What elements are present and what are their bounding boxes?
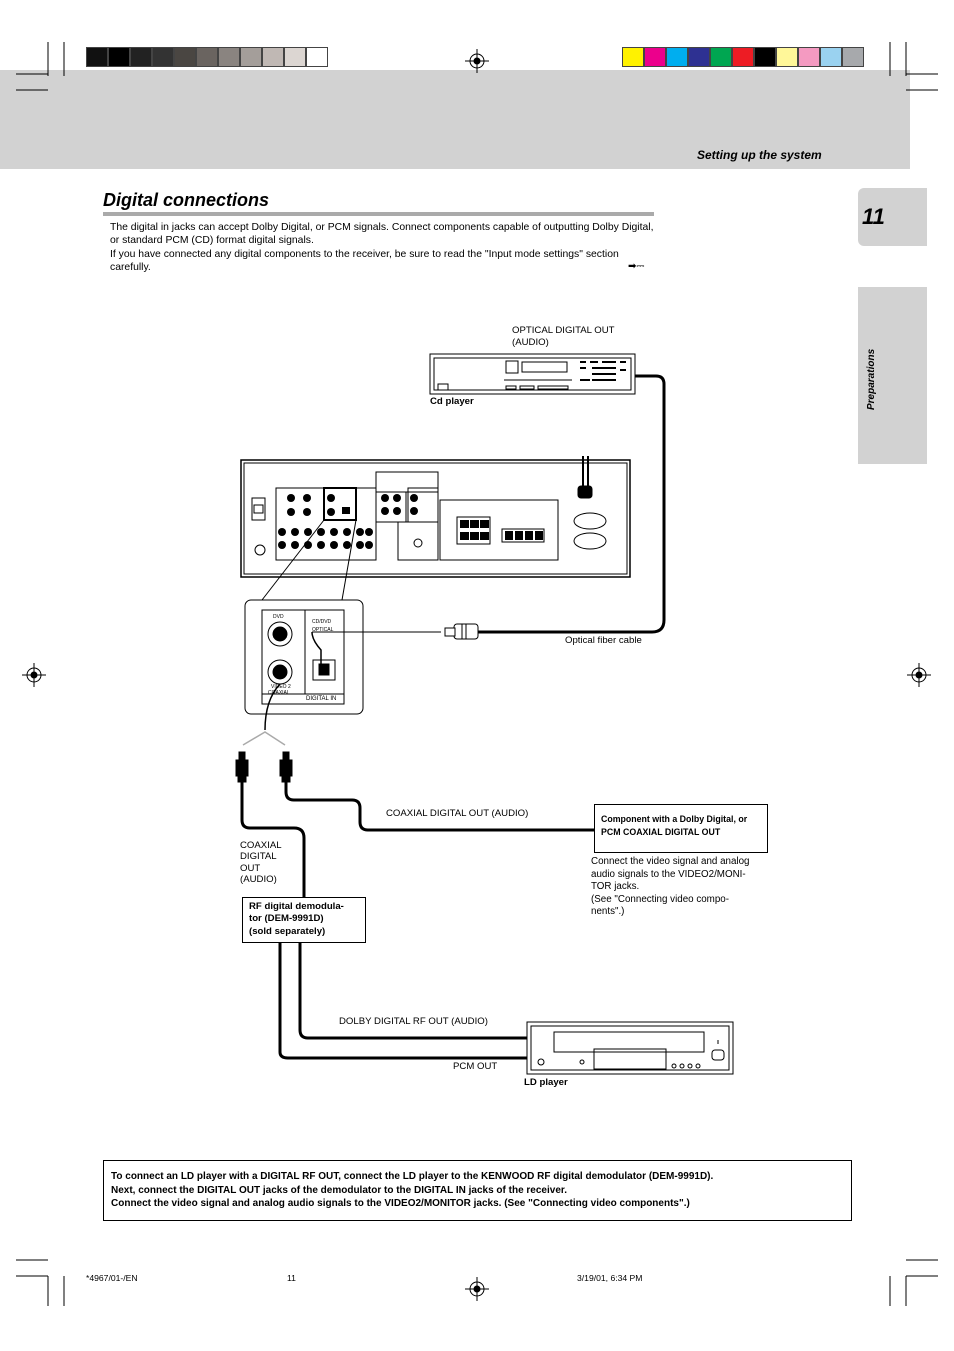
title-rule	[103, 212, 654, 216]
rf-box-line3: (sold separately)	[249, 925, 326, 937]
rca-plug-right	[279, 751, 293, 783]
bottom-note-line2: Next, connect the DIGITAL OUT jacks of t…	[111, 1184, 568, 1196]
connect-note: Connect the video signal and analog audi…	[591, 856, 769, 919]
optical-cable-inset	[311, 631, 322, 664]
rf-box-line1: RF digital demodula-	[249, 901, 344, 912]
side-tab	[858, 287, 927, 464]
color-swatch	[688, 47, 710, 67]
optical-cable-label: Optical fiber cable	[565, 635, 642, 646]
coax-left-line4: (AUDIO)	[240, 874, 277, 886]
ld-player-label: LD player	[524, 1077, 568, 1088]
color-swatch	[776, 47, 798, 67]
dolby-rf-out-label: DOLBY DIGITAL RF OUT (AUDIO)	[339, 1016, 488, 1027]
page-number-tab	[858, 188, 927, 246]
cd-player-drawing	[429, 353, 636, 395]
color-swatch	[262, 47, 284, 67]
header-band	[0, 70, 910, 169]
color-swatch	[218, 47, 240, 67]
pcm-out-label: PCM OUT	[453, 1061, 498, 1072]
page-number: 11	[862, 204, 885, 229]
color-swatch	[284, 47, 306, 67]
color-swatch	[842, 47, 864, 67]
ld-player-drawing	[526, 1021, 734, 1075]
color-swatch	[820, 47, 842, 67]
color-swatch	[86, 47, 108, 67]
intro-paragraph-1: The digital in jacks can accept Dolby Di…	[110, 222, 654, 247]
page-title: Digital connections	[103, 190, 270, 210]
color-swatch	[798, 47, 820, 67]
color-swatch	[108, 47, 130, 67]
registration-target-bottom	[465, 1277, 489, 1301]
connect-note-line3: TOR jacks.	[591, 881, 640, 893]
color-swatch	[710, 47, 732, 67]
coax-left-line1: COAXIAL	[240, 840, 282, 851]
digital-in-inset	[244, 599, 364, 715]
optical-out-label-line1: OPTICAL DIGITAL OUT	[512, 325, 615, 336]
inset-coaxial-label: COAXIAL	[268, 690, 290, 696]
optical-out-label-line2: (AUDIO)	[512, 337, 549, 348]
color-swatch	[754, 47, 776, 67]
color-swatch	[174, 47, 196, 67]
color-swatch	[130, 47, 152, 67]
coax-cable-inset	[264, 683, 281, 731]
pcm-out-cable	[278, 942, 527, 1060]
registration-target-right	[907, 663, 931, 687]
component-box: Component with a Dolby Digital, or PCM C…	[594, 804, 768, 853]
registration-target-top	[465, 49, 489, 73]
rca-plug-left	[235, 751, 249, 783]
coax-left-label: COAXIAL DIGITAL OUT (AUDIO)	[240, 840, 282, 886]
coax-left-line2: DIGITAL	[240, 851, 277, 863]
color-swatch	[666, 47, 688, 67]
optical-plug	[444, 623, 479, 640]
connect-note-line2: audio signals to the VIDEO2/MONI-	[591, 868, 746, 880]
inset-optical-label: OPTICAL	[312, 627, 334, 633]
bottom-note-line3: Connect the video signal and analog audi…	[111, 1198, 690, 1210]
coax-cable-demodulator	[240, 782, 306, 900]
crop-marks	[16, 42, 938, 1306]
page-reference-icon: ➡⎓	[628, 261, 645, 272]
inset-cddvd-label: CD/DVD	[312, 619, 332, 625]
color-swatch	[732, 47, 754, 67]
coax-left-line3: OUT	[240, 862, 261, 874]
footer-page: 11	[287, 1273, 296, 1283]
optical-plug-receiver	[577, 456, 593, 499]
color-swatch	[196, 47, 218, 67]
inset-digital-in-label: DIGITAL IN	[306, 696, 337, 702]
color-swatch	[644, 47, 666, 67]
color-swatch	[622, 47, 644, 67]
section-title: Setting up the system	[697, 148, 822, 162]
color-swatch	[152, 47, 174, 67]
footer-doc-code: *4967/01-/EN	[86, 1273, 138, 1283]
connect-note-line4: (See "Connecting video compo-	[591, 893, 729, 905]
receiver-jacks	[278, 494, 543, 549]
bottom-note-box: To connect an LD player with a DIGITAL R…	[103, 1160, 852, 1221]
registration-target-left	[22, 663, 46, 687]
inset-dvd-label: DVD	[273, 614, 284, 620]
zoom-line-right	[341, 519, 357, 601]
rf-out-cable	[298, 942, 527, 1040]
coax-out-label: COAXIAL DIGITAL OUT (AUDIO)	[386, 808, 529, 819]
component-box-line2: PCM COAXIAL DIGITAL OUT	[601, 827, 721, 838]
rf-box-line2: tor (DEM-9991D)	[249, 913, 324, 925]
cd-player-label: Cd player	[430, 396, 474, 407]
rf-demodulator-box: RF digital demodula- tor (DEM-9991D) (so…	[242, 897, 366, 943]
color-swatch	[306, 47, 328, 67]
optical-cable	[478, 374, 666, 634]
connect-note-line1: Connect the video signal and analog	[591, 856, 750, 867]
footer-timestamp: 3/19/01, 6:34 PM	[577, 1273, 643, 1283]
color-swatch	[240, 47, 262, 67]
connect-note-line5: nents".)	[591, 906, 625, 918]
intro-text: The digital in jacks can accept Dolby Di…	[110, 221, 655, 275]
receiver-rear-panel	[240, 459, 631, 578]
component-box-line1: Component with a Dolby Digital, or	[601, 814, 748, 824]
coax-split	[242, 731, 286, 746]
inset-video2-label: VIDEO 2	[271, 684, 291, 690]
zoom-line-left	[261, 519, 325, 601]
bottom-note-line1: To connect an LD player with a DIGITAL R…	[111, 1171, 714, 1182]
intro-paragraph-2: If you have connected any digital compon…	[110, 248, 619, 274]
coax-cable-component	[284, 782, 594, 832]
